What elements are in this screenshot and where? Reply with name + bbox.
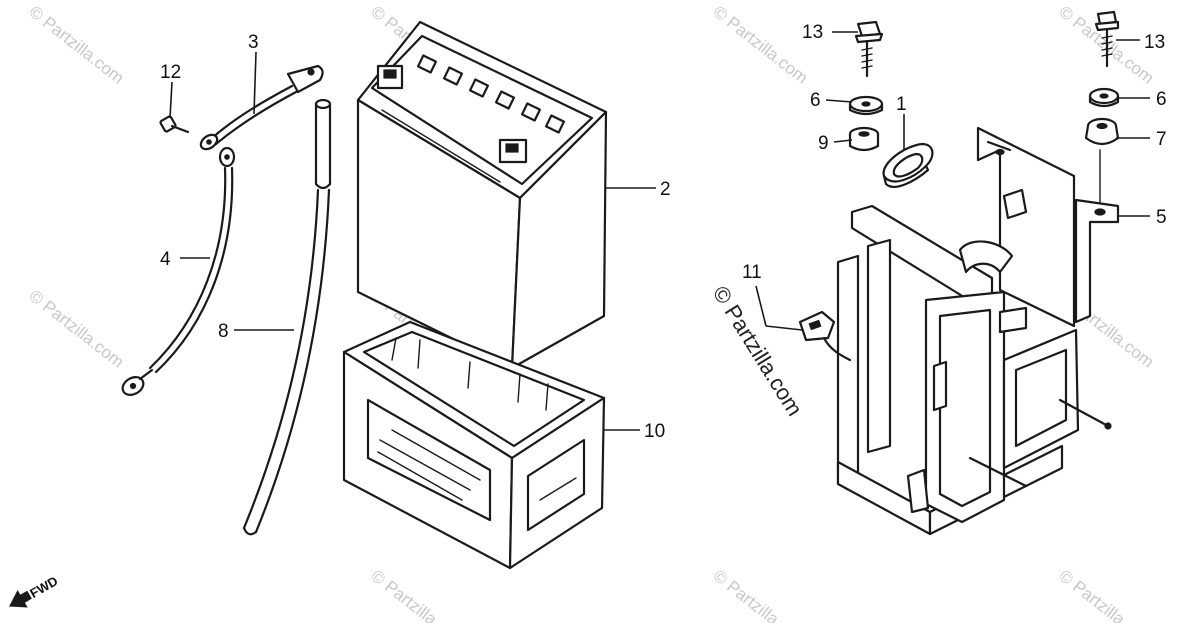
callout-13-left: 13	[802, 22, 823, 43]
callout-6-left: 6	[810, 90, 821, 111]
part-12-bolt[interactable]	[159, 115, 190, 134]
watermark-tile: © Partzilla.com	[710, 566, 812, 623]
part-2-battery[interactable]	[356, 20, 608, 370]
part-13-right-bolt[interactable]	[1094, 10, 1120, 68]
callout-11: 11	[742, 262, 762, 283]
battery-tray-frame	[836, 126, 1112, 536]
part-5-bracket[interactable]	[1074, 198, 1120, 324]
part-11-connector[interactable]	[798, 310, 852, 362]
watermark-tile: © Partzilla.com	[710, 2, 812, 88]
watermark-main: © Partzilla.com	[708, 281, 808, 420]
fwd-label: FWD	[27, 573, 60, 601]
battery-terminal-positive	[376, 64, 404, 90]
part-13-left-bolt[interactable]	[854, 20, 884, 78]
part-10-battery-case[interactable]	[342, 320, 606, 570]
part-3-positive-cable[interactable]	[198, 64, 324, 152]
part-6-right-washer[interactable]	[1088, 87, 1120, 108]
leader-lines	[169, 31, 1150, 431]
callout-3: 3	[248, 32, 259, 53]
part-4-negative-cable[interactable]	[119, 146, 236, 398]
callout-6-right: 6	[1156, 89, 1167, 110]
callout-4: 4	[160, 249, 171, 270]
watermark-tile: © Partzilla.com	[26, 286, 128, 372]
fwd-direction-marker: FWD	[9, 573, 60, 608]
callout-1: 1	[896, 94, 907, 115]
battery-terminal-negative	[498, 138, 528, 164]
callout-2: 2	[660, 179, 671, 200]
part-7-rubber-cushion[interactable]	[1084, 117, 1120, 205]
callout-labels: 12 3 4 8 2 10 13 6 9 1 13 6 7 5 11	[160, 22, 1167, 442]
callout-5: 5	[1156, 207, 1167, 228]
callout-12: 12	[160, 62, 181, 83]
watermark-tile: © Partzilla.com	[1056, 566, 1158, 623]
fwd-arrow-icon	[9, 589, 32, 608]
part-9-collar[interactable]	[848, 126, 880, 152]
callout-10: 10	[644, 421, 665, 442]
callout-9: 9	[818, 133, 829, 154]
callout-13-right: 13	[1144, 32, 1165, 53]
part-8-breather-tube[interactable]	[242, 98, 332, 536]
watermark-tile: © Partzilla.com	[368, 566, 470, 623]
part-1-grommet[interactable]	[882, 142, 934, 188]
part-6-left-washer[interactable]	[848, 95, 884, 116]
battery-cell-caps	[416, 54, 566, 134]
callout-7: 7	[1156, 129, 1167, 150]
watermark-tile: © Partzilla.com	[26, 2, 128, 88]
callout-8: 8	[218, 321, 229, 342]
